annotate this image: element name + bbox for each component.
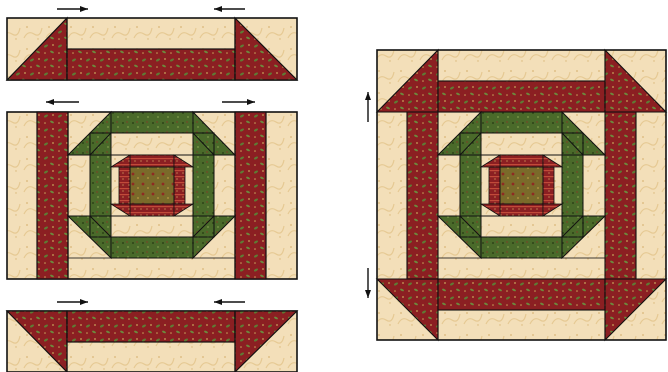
finished-block xyxy=(377,50,666,340)
press-arrow-right-icon xyxy=(222,99,255,105)
press-arrow-right-icon xyxy=(57,299,88,305)
press-arrow-up-icon xyxy=(365,92,371,122)
red-inner-churn-dash xyxy=(111,155,193,216)
press-arrow-left-icon xyxy=(214,6,245,12)
press-arrow-right-icon xyxy=(57,6,88,12)
press-arrow-left-icon xyxy=(46,99,79,105)
finished-center-square xyxy=(500,167,543,204)
bottom-border-row xyxy=(7,311,297,372)
press-arrow-left-icon xyxy=(214,299,245,305)
top-border-row xyxy=(7,18,297,80)
finished-red-inner-churn-dash xyxy=(481,155,562,216)
press-arrow-down-icon xyxy=(365,268,371,298)
center-square xyxy=(130,167,174,204)
middle-section xyxy=(7,112,297,279)
